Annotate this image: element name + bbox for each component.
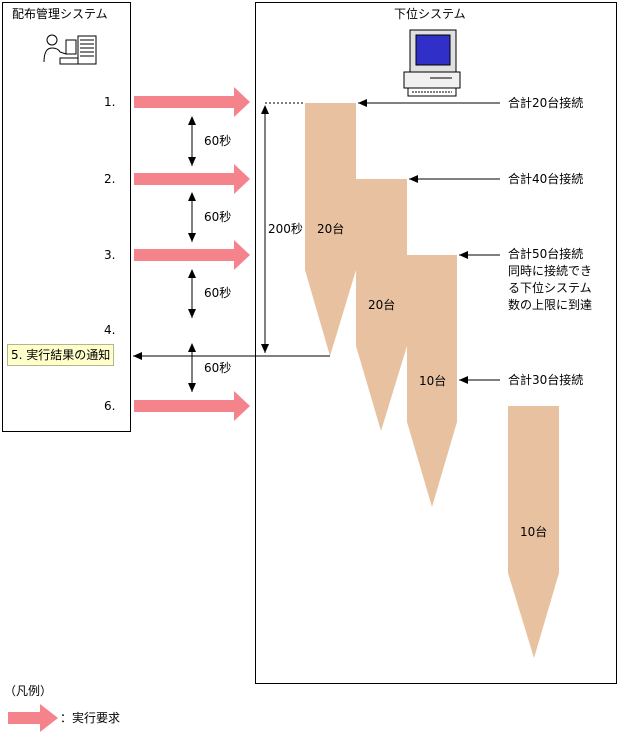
subordinate-system-title: 下位システム	[394, 7, 466, 21]
batch-label-3: 10台	[419, 374, 447, 388]
request-arrow-2	[134, 164, 250, 194]
batch-shape-3	[407, 255, 457, 507]
timeout-label: 200秒	[268, 222, 303, 236]
operator-icon	[43, 34, 97, 65]
computer-icon	[403, 29, 461, 97]
batch-label-4: 10台	[520, 525, 548, 539]
distribution-system-panel	[2, 2, 131, 432]
interval-label-2: 60秒	[204, 210, 232, 224]
legend-title: （凡例）	[4, 684, 53, 698]
step-4-label: 4.	[104, 323, 116, 337]
request-arrow-6	[134, 391, 250, 421]
request-arrow-1	[134, 87, 250, 117]
status-label-3-line-3: る下位システム	[508, 281, 592, 295]
subordinate-system-panel	[255, 2, 617, 684]
step-6-label: 6.	[104, 399, 116, 413]
batch-label-1: 20台	[317, 222, 345, 236]
interval-label-3: 60秒	[204, 286, 232, 300]
legend-request-arrow	[8, 704, 58, 732]
distribution-system-title: 配布管理システム	[12, 7, 108, 21]
batch-shape-1	[305, 103, 356, 356]
status-label-3-line-4: 数の上限に到達	[508, 298, 593, 312]
batch-label-2: 20台	[368, 298, 396, 312]
result-notification-label: 5. 実行結果の通知	[7, 344, 115, 366]
status-label-2: 合計40台接続	[508, 172, 584, 186]
step-3-label: 3.	[104, 248, 116, 262]
legend-request-label: ：実行要求	[60, 711, 121, 725]
request-arrow-3	[134, 240, 250, 270]
status-label-4: 合計30台接続	[508, 373, 584, 387]
batch-shape-4	[508, 406, 559, 658]
status-label-3-line-1: 合計50台接続	[508, 247, 584, 261]
interval-label-4: 60秒	[204, 361, 232, 375]
status-label-3-line-2: 同時に接続でき	[508, 264, 593, 278]
step-2-label: 2.	[104, 172, 116, 186]
status-label-1: 合計20台接続	[508, 96, 584, 110]
step-1-label: 1.	[104, 95, 116, 109]
batch-shape-2	[356, 179, 407, 431]
interval-label-1: 60秒	[204, 134, 232, 148]
